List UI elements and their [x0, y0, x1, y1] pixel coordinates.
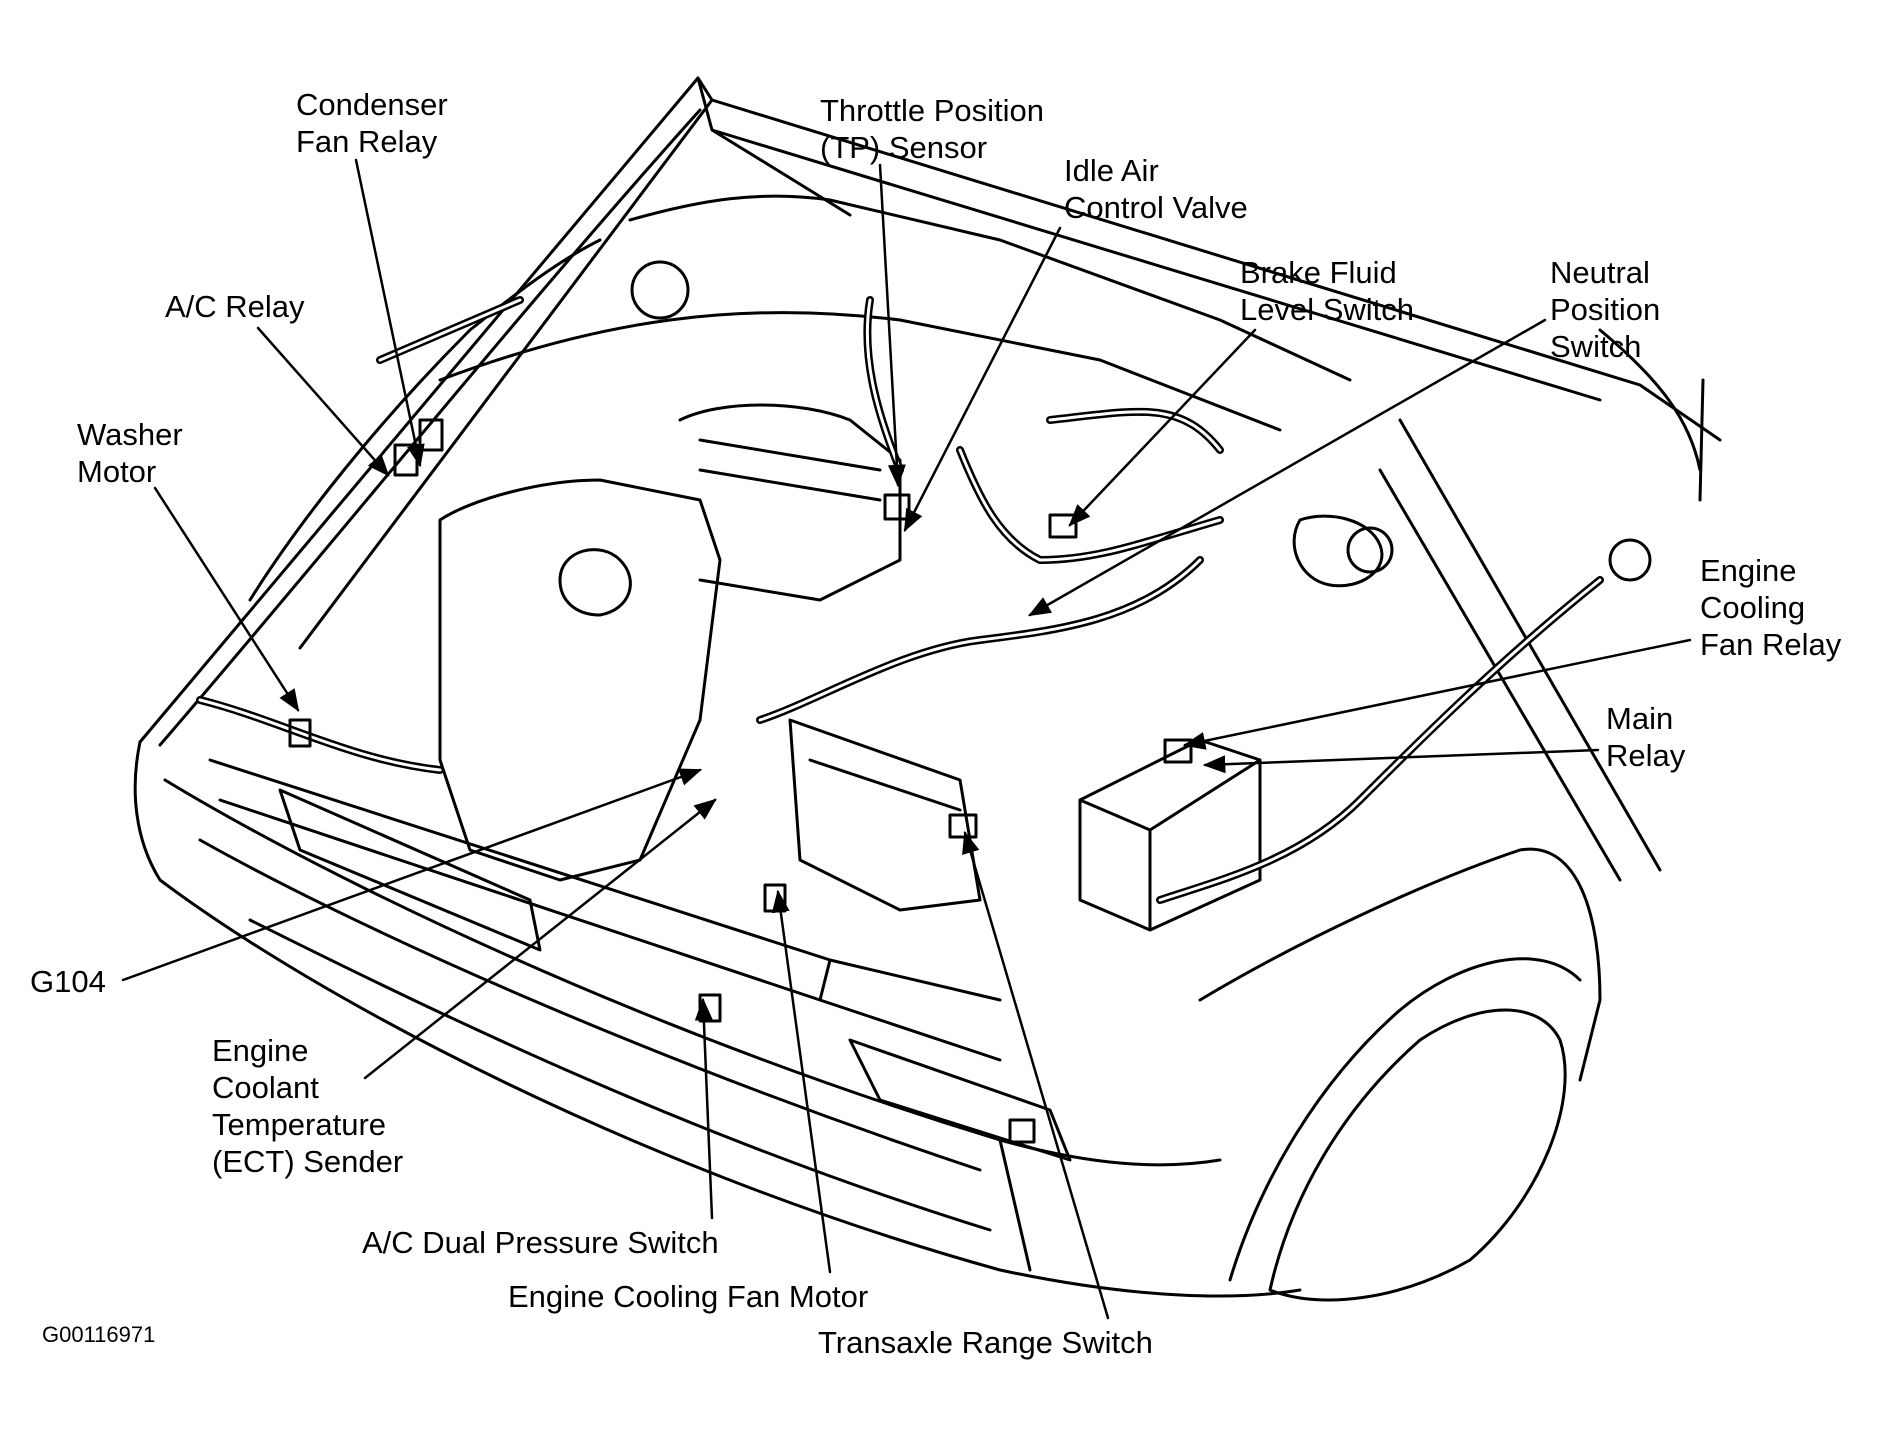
- leader-engine-cooling-fan-relay: [1182, 638, 1692, 750]
- leader-ac-relay: [256, 326, 390, 477]
- leader-main-relay: [1202, 748, 1600, 774]
- leader-transaxle-range-switch: [962, 830, 1110, 1320]
- label-g104: G104: [30, 964, 106, 999]
- label-ac-dual-pressure-switch: A/C Dual Pressure Switch: [362, 1225, 719, 1260]
- leader-g104: [121, 768, 703, 982]
- leader-brake-fluid-level-switch: [1068, 328, 1257, 527]
- label-transaxle-range-switch: Transaxle Range Switch: [818, 1325, 1153, 1360]
- leader-idle-air-control-valve: [903, 226, 1062, 533]
- leader-washer-motor: [153, 486, 300, 712]
- car-body-outline: [133, 76, 1722, 1302]
- leader-neutral-position-switch: [1028, 318, 1547, 617]
- label-ac-relay: A/C Relay: [165, 289, 305, 324]
- leader-ac-dual-pressure-switch: [694, 997, 714, 1220]
- callout-leaders: [121, 158, 1692, 1320]
- leader-engine-coolant-temperature-sender: [363, 798, 717, 1080]
- label-throttle-position-sensor: Throttle Position(TP) Sensor: [820, 93, 1044, 165]
- figure-id: G00116971: [42, 1322, 156, 1347]
- leader-engine-cooling-fan-motor: [771, 889, 832, 1274]
- leader-condenser-fan-relay: [354, 158, 425, 468]
- label-engine-cooling-fan-motor: Engine Cooling Fan Motor: [508, 1279, 869, 1314]
- leader-throttle-position-sensor: [878, 163, 906, 488]
